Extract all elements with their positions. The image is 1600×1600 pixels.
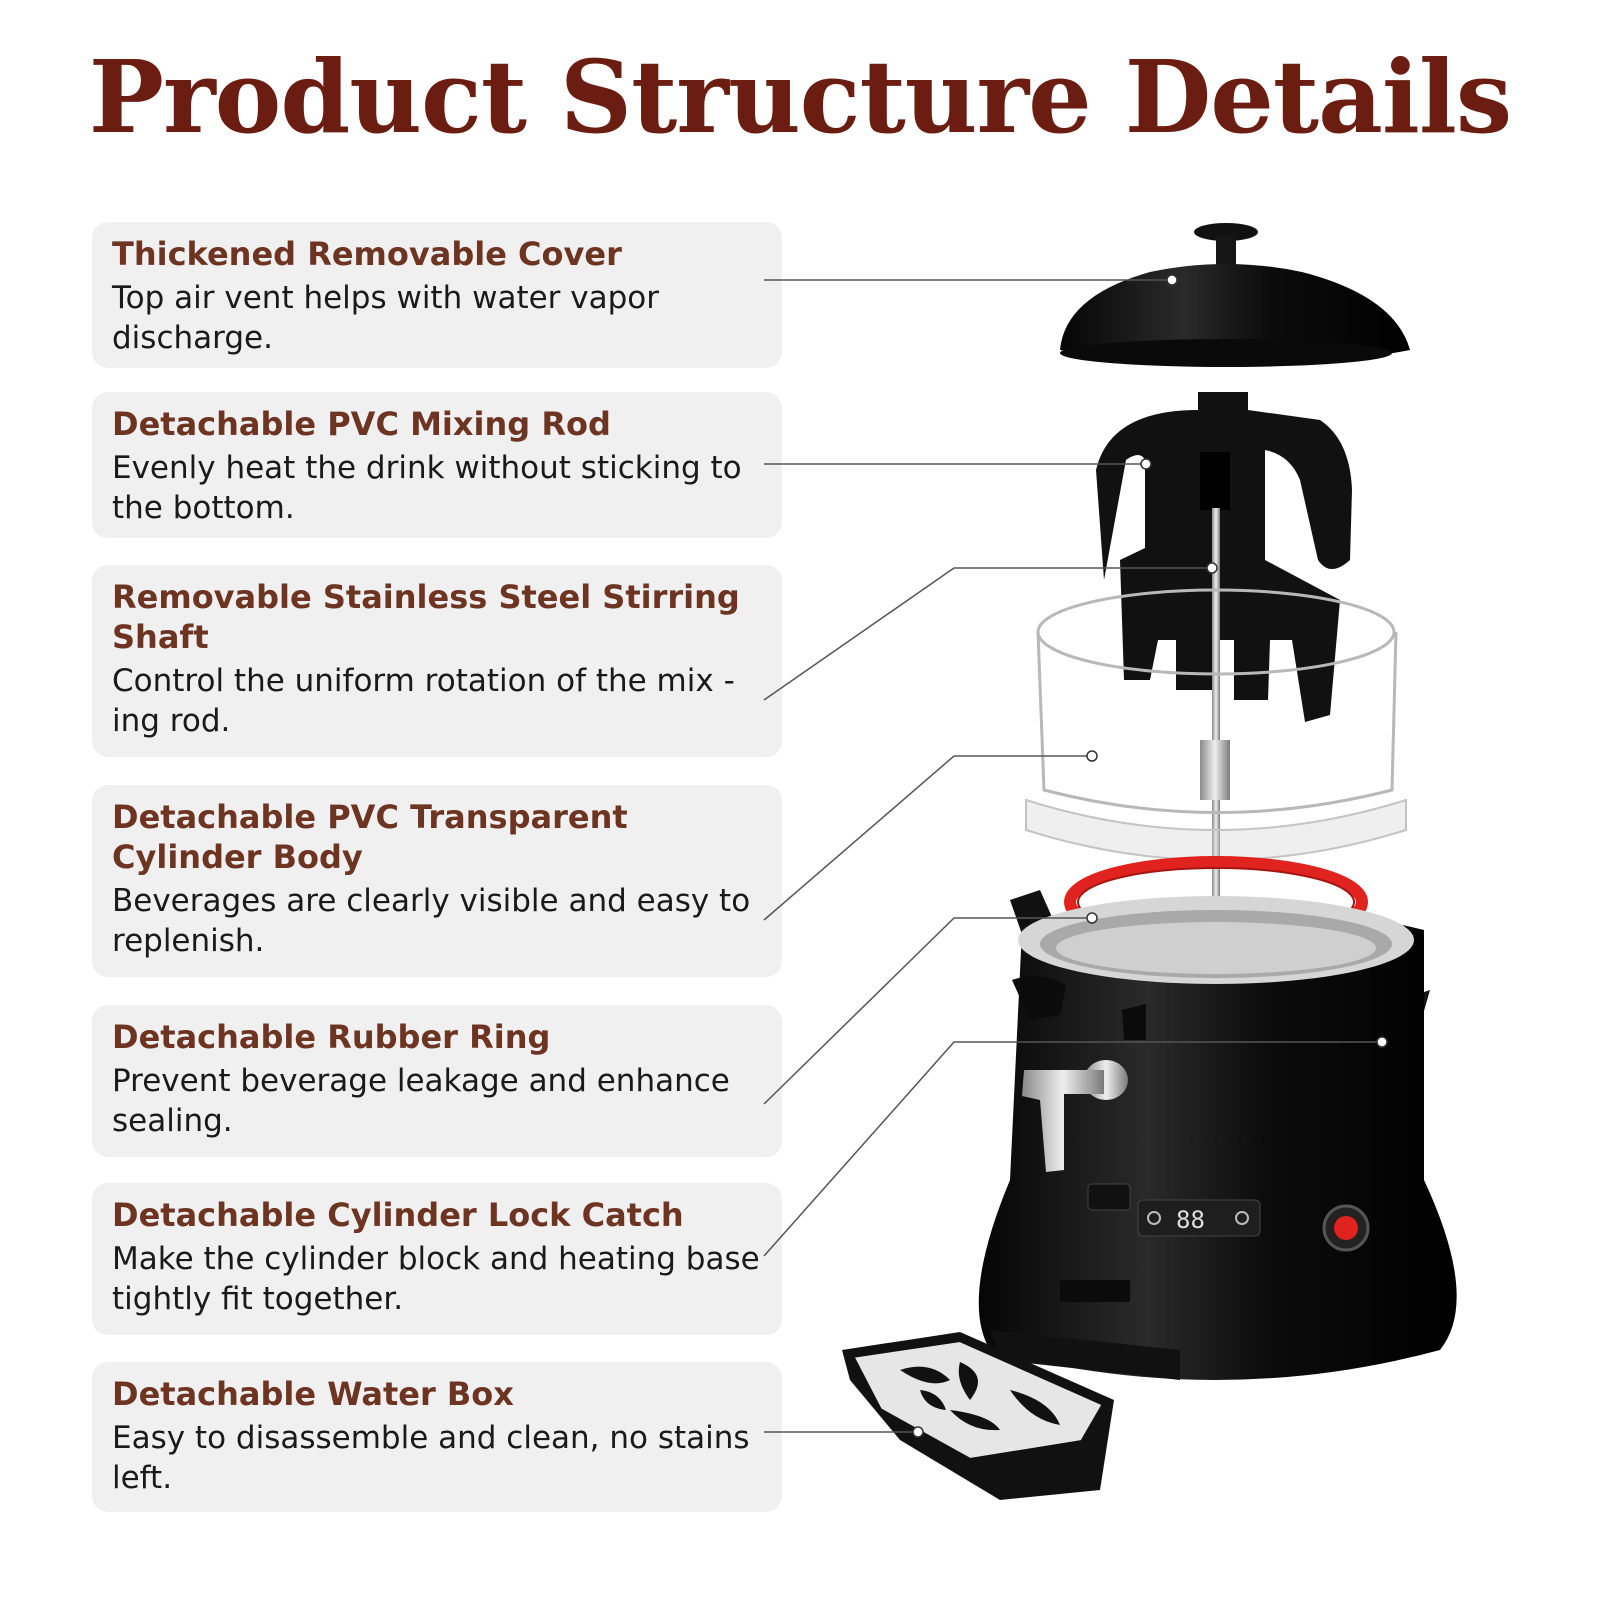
feature-title: Detachable PVC Mixing Rod	[112, 405, 611, 443]
feature-card-mixing-rod: Detachable PVC Mixing Rod Evenly heat th…	[92, 392, 782, 538]
feature-title: Detachable Rubber Ring	[112, 1018, 551, 1056]
feature-title: Detachable PVC Transparent Cylinder Body	[112, 798, 628, 876]
callout-dot	[912, 1426, 924, 1438]
callout-dot	[1140, 458, 1152, 470]
water-box-icon	[842, 1330, 1180, 1500]
callout-dot	[1086, 912, 1098, 924]
feature-description: Top air vent helps with water vapor disc…	[112, 280, 659, 356]
callout-dot	[1086, 750, 1098, 762]
mixing-rod-icon	[1096, 392, 1352, 722]
heating-base-icon: 88	[978, 890, 1457, 1380]
feature-card-rubber-ring: Detachable Rubber Ring Prevent beverage …	[92, 1005, 782, 1157]
feature-title: Detachable Cylinder Lock Catch	[112, 1196, 684, 1234]
transparent-cylinder-icon	[1025, 588, 1407, 861]
callout-dot	[1166, 274, 1178, 286]
control-panel	[1137, 1199, 1261, 1237]
feature-card-stirring-shaft: Removable Stainless Steel Stirring Shaft…	[92, 565, 782, 757]
page-title: Product Structure Details	[88, 38, 1512, 156]
feature-title: Removable Stainless Steel Stirring Shaft	[112, 578, 740, 656]
feature-card-lock-catch: Detachable Cylinder Lock Catch Make the …	[92, 1183, 782, 1335]
feature-description: Beverages are clearly visible and easy t…	[112, 883, 751, 959]
callout-dot	[1206, 562, 1218, 574]
feature-card-cylinder-body: Detachable PVC Transparent Cylinder Body…	[92, 785, 782, 977]
callout-dot	[1376, 1036, 1388, 1048]
feature-description: Evenly heat the drink without sticking t…	[112, 450, 742, 526]
feature-description: Control the uniform rotation of the mix …	[112, 663, 735, 739]
feature-card-water-box: Detachable Water Box Easy to disassemble…	[92, 1362, 782, 1512]
feature-title: Detachable Water Box	[112, 1375, 514, 1413]
feature-description: Make the cylinder block and heating base…	[112, 1241, 760, 1317]
lid-icon	[1060, 223, 1410, 367]
feature-description: Easy to disassemble and clean, no stains…	[112, 1420, 750, 1496]
hot-chocolate-dispenser-illustration: 88	[842, 223, 1457, 1500]
temperature-display: 88	[1176, 1206, 1205, 1234]
faucet-icon	[1022, 1060, 1128, 1172]
feature-card-cover: Thickened Removable Cover Top air vent h…	[92, 222, 782, 368]
feature-title: Thickened Removable Cover	[112, 235, 622, 273]
feature-description: Prevent beverage leakage and enhance sea…	[112, 1063, 730, 1139]
